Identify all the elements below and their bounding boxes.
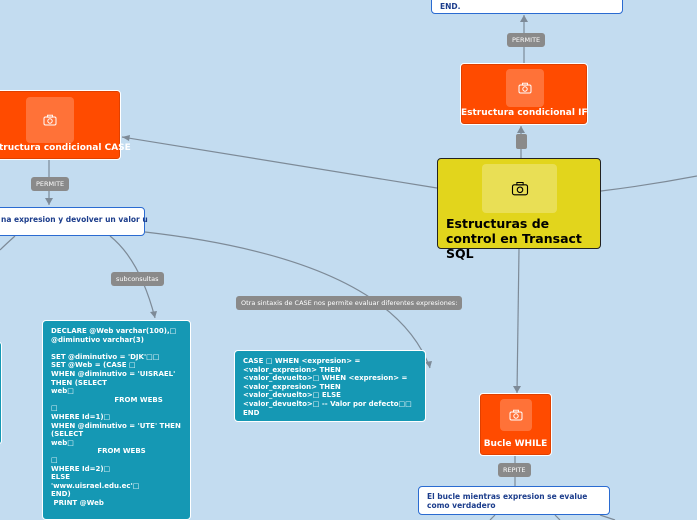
camera-icon [518, 82, 532, 94]
collapse-handle[interactable] [516, 134, 527, 149]
if-example-end-text: END. [440, 2, 461, 11]
case-description-box[interactable]: na expresion y devolver un valor u [0, 207, 148, 236]
while-loop-title: Bucle WHILE [483, 439, 548, 449]
main-topic-node[interactable]: Estructuras de control en Transact SQL [437, 158, 601, 261]
subquery-code-box[interactable]: DECLARE @Web varchar(100),□ @diminutivo … [42, 320, 191, 520]
if-image-placeholder [506, 69, 544, 107]
if-structure-node[interactable]: Estructura condicional IF [460, 63, 588, 125]
while-image-placeholder [500, 399, 532, 431]
camera-icon [511, 182, 528, 196]
permite-label-case: PERMITE [31, 177, 70, 191]
main-image-placeholder [482, 164, 557, 213]
otra-sintaxis-label: Otra sintaxis de CASE nos permite evalua… [236, 296, 463, 310]
case-structure-node[interactable]: tructura condicional CASE [0, 90, 131, 160]
camera-icon [509, 409, 523, 421]
subconsultas-label: subconsultas [111, 272, 164, 286]
repite-label: REPITE [498, 463, 531, 477]
while-description-box[interactable]: El bucle mientras expresion se evalue co… [418, 486, 610, 515]
main-topic-title: Estructuras de control en Transact SQL [446, 216, 582, 261]
permite-label-if: PERMITE [507, 33, 546, 47]
left-partial-code-box[interactable] [0, 342, 2, 444]
if-structure-title: Estructura condicional IF [461, 108, 588, 118]
case-syntax-box[interactable]: CASE □ WHEN <expresion> = <valor_expresi… [234, 350, 426, 422]
case-image-placeholder [26, 97, 74, 143]
camera-icon [43, 114, 57, 126]
case-description-text: na expresion y devolver un valor u [1, 215, 148, 224]
while-loop-node[interactable]: Bucle WHILE [479, 393, 552, 456]
while-description-text: El bucle mientras expresion se evalue co… [427, 492, 588, 510]
case-structure-title: tructura condicional CASE [0, 143, 131, 153]
if-example-text-box[interactable]: END. [431, 0, 623, 14]
